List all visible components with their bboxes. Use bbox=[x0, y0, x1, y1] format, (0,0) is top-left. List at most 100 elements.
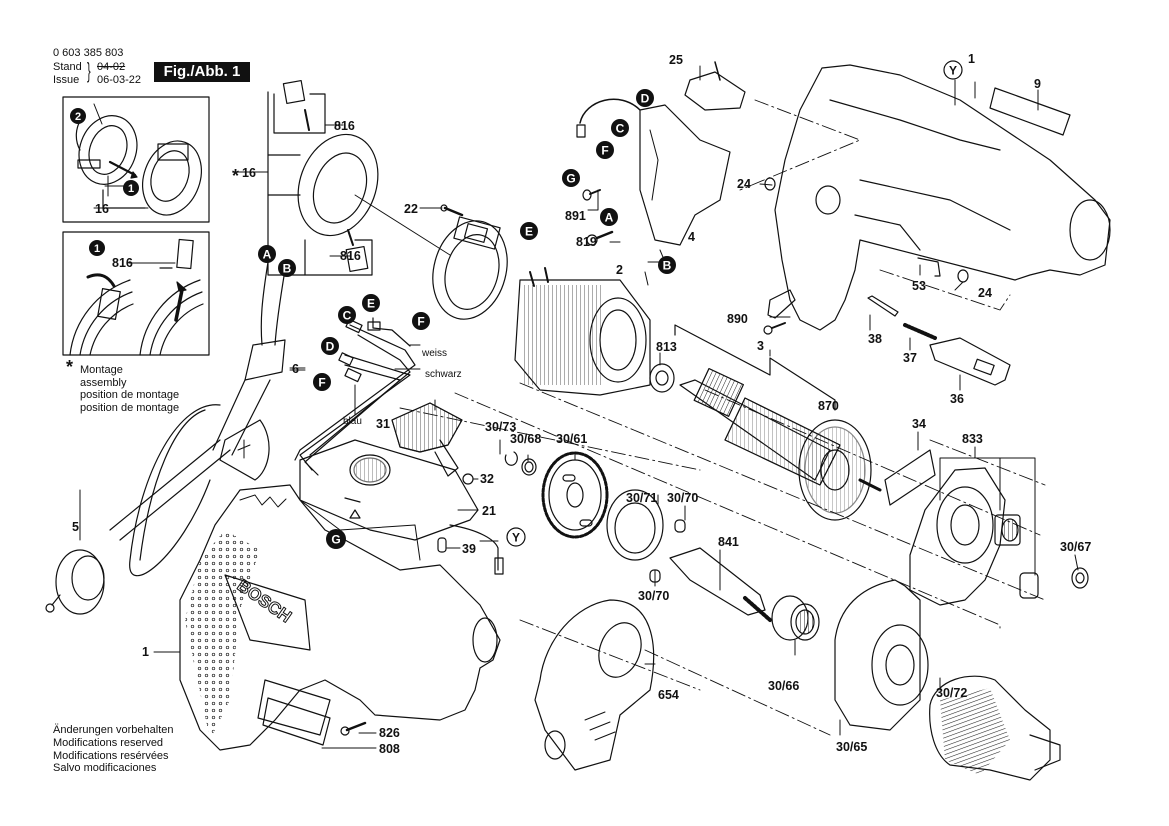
issue-label: Issue bbox=[53, 74, 80, 86]
leader-lines bbox=[79, 65, 1079, 749]
label-32: 32 bbox=[480, 472, 494, 486]
part-6-cable-guard bbox=[212, 261, 286, 481]
inset-step-1-bottom: 1 bbox=[89, 240, 105, 256]
part-22-screw bbox=[440, 204, 464, 217]
svg-text:E: E bbox=[525, 225, 533, 239]
connector-f-harness: F bbox=[313, 373, 331, 391]
part-30-73-retaining-ring bbox=[504, 451, 518, 466]
connector-b-switch: B bbox=[658, 256, 676, 274]
label-16: 16 bbox=[242, 166, 256, 180]
label-9: 9 bbox=[1034, 77, 1041, 91]
stand-label: Stand bbox=[53, 61, 82, 73]
connector-badges: A B C E F D F E D C F G A B G Y Y 2 1 1 bbox=[70, 60, 963, 549]
label-833: 833 bbox=[962, 432, 983, 446]
part-30-61-gear bbox=[541, 451, 609, 539]
part-654-auxiliary-handle bbox=[534, 599, 655, 771]
part-37-spring bbox=[903, 323, 937, 340]
svg-text:C: C bbox=[343, 309, 352, 323]
wire-label-black: schwarz bbox=[425, 369, 462, 380]
part-labels: 16 816 * 16 816 816 22 6 5 1 25 891 819 … bbox=[72, 52, 1091, 756]
label-654: 654 bbox=[658, 688, 679, 702]
label-21: 21 bbox=[482, 504, 496, 518]
part-38-slider bbox=[867, 295, 899, 317]
label-891: 891 bbox=[565, 209, 586, 223]
part-24-washer-upper bbox=[764, 177, 776, 191]
modifications-note: Änderungen vorbehalten Modifications res… bbox=[53, 724, 173, 775]
connector-a-switch: A bbox=[600, 208, 618, 226]
svg-text:G: G bbox=[331, 533, 340, 547]
svg-text:2: 2 bbox=[75, 111, 81, 123]
label-25: 25 bbox=[669, 53, 683, 67]
label-816-inset: 816 bbox=[112, 256, 133, 270]
brush-carrier-frame bbox=[432, 216, 508, 320]
label-22: 22 bbox=[404, 202, 418, 216]
svg-text:F: F bbox=[601, 144, 608, 158]
label-30-73: 30/73 bbox=[485, 420, 516, 434]
assembly-note-line: assembly bbox=[80, 376, 127, 389]
figure-label: Fig./Abb. 1 bbox=[154, 62, 250, 82]
svg-text:B: B bbox=[663, 259, 672, 273]
svg-text:D: D bbox=[641, 92, 650, 106]
issue-date: 06-03-22 bbox=[97, 74, 142, 86]
footer-line: Salvo modificaciones bbox=[53, 762, 157, 775]
part-819-screw bbox=[586, 230, 614, 246]
part-16-brush-holder bbox=[267, 79, 451, 276]
part-31-shift-knob bbox=[391, 402, 463, 477]
part-870-fan bbox=[798, 419, 882, 521]
label-841: 841 bbox=[718, 535, 739, 549]
part-813-bearing bbox=[649, 363, 675, 393]
inset-brush-replacement bbox=[62, 231, 210, 356]
label-30-68: 30/68 bbox=[510, 432, 541, 446]
label-24-lower: 24 bbox=[978, 286, 992, 300]
label-813: 813 bbox=[656, 340, 677, 354]
assembly-note-line: position de montage bbox=[80, 389, 180, 401]
label-826: 826 bbox=[379, 726, 400, 740]
part-841-spindle bbox=[669, 547, 772, 622]
brace-icon: } bbox=[87, 58, 91, 83]
part-30-67-bearing bbox=[1071, 567, 1089, 589]
connector-y-wire: Y bbox=[506, 527, 526, 547]
connector-g-switch: G bbox=[562, 169, 580, 187]
label-37: 37 bbox=[903, 351, 917, 365]
label-30-70-lower: 30/70 bbox=[638, 589, 669, 603]
label-819: 819 bbox=[576, 235, 597, 249]
svg-text:A: A bbox=[263, 248, 272, 262]
connector-e-frame: E bbox=[520, 222, 538, 240]
part-30-68-washer bbox=[521, 458, 537, 476]
part-32-ball bbox=[462, 473, 474, 485]
label-2: 2 bbox=[616, 263, 623, 277]
part-30-71-ring-nut bbox=[606, 489, 664, 561]
connector-e-harness: E bbox=[362, 294, 380, 312]
part-25-switch-lever bbox=[684, 61, 746, 111]
part-30-70-pin-upper bbox=[674, 519, 686, 533]
label-24-upper: 24 bbox=[737, 177, 751, 191]
svg-text:Y: Y bbox=[949, 64, 957, 78]
label-890: 890 bbox=[727, 312, 748, 326]
label-3: 3 bbox=[757, 339, 764, 353]
svg-text:1: 1 bbox=[94, 243, 100, 255]
label-5: 5 bbox=[72, 520, 79, 534]
part-826-screw bbox=[340, 721, 367, 736]
connector-a-upper: A bbox=[258, 245, 276, 263]
label-30-71: 30/71 bbox=[626, 491, 657, 505]
inset-step-2: 2 bbox=[70, 108, 86, 124]
connector-d-harness: D bbox=[321, 337, 339, 355]
label-39: 39 bbox=[462, 542, 476, 556]
label-30-65: 30/65 bbox=[836, 740, 867, 754]
label-34: 34 bbox=[912, 417, 926, 431]
label-38: 38 bbox=[868, 332, 882, 346]
label-30-66: 30/66 bbox=[768, 679, 799, 693]
assembly-axes bbox=[399, 99, 1046, 736]
part-5-power-cord bbox=[45, 404, 231, 615]
assembly-note-line: Montage bbox=[80, 364, 123, 376]
star-icon: * bbox=[66, 357, 74, 377]
label-816-lower: 816 bbox=[340, 249, 361, 263]
wire-color-labels: weiss schwarz blau bbox=[343, 348, 462, 427]
wire-label-white: weiss bbox=[421, 348, 447, 359]
svg-text:A: A bbox=[605, 211, 614, 225]
part-39-led bbox=[437, 537, 447, 553]
part-30-65-gear-housing bbox=[834, 579, 929, 731]
part-21-switch-cover bbox=[299, 439, 479, 541]
